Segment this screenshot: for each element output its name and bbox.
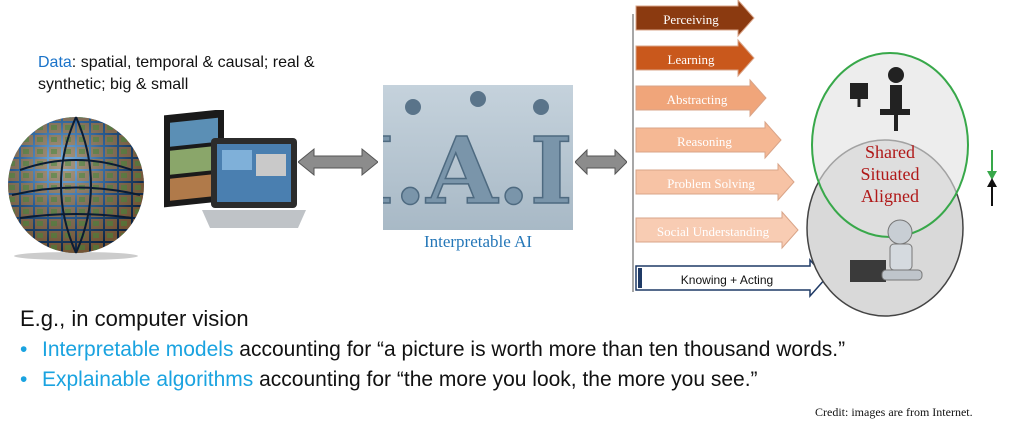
venn-label-shared: Shared — [865, 142, 915, 162]
step-arrow-icon — [635, 38, 755, 78]
ladder-step-reasoning: Reasoning — [635, 120, 782, 160]
bullet1-highlight: Interpretable models — [42, 338, 234, 361]
ladder-step-abstracting: Abstracting — [635, 78, 767, 118]
data-detail: : spatial, temporal & causal; real & syn… — [38, 54, 315, 93]
data-label: Data — [38, 54, 72, 71]
step-arrow-icon — [635, 210, 799, 250]
step-arrow-icon — [635, 78, 767, 118]
bullet2-highlight: Explainable algorithms — [42, 368, 254, 391]
ladder-step-label: Problem Solving — [667, 176, 755, 191]
data-description: Data: spatial, temporal & causal; real &… — [38, 52, 338, 96]
robot-icon — [850, 219, 923, 282]
iai-caption: Interpretable AI — [423, 232, 533, 251]
example-heading: E.g., in computer vision — [20, 306, 249, 331]
ladder-step-perceiving: Perceiving — [635, 0, 755, 38]
person-silhouette-icon — [470, 91, 486, 107]
ladder-step-label: Reasoning — [677, 134, 732, 149]
globe-laptop-image — [8, 109, 306, 260]
ladder-step-label: Knowing + Acting — [681, 273, 773, 287]
up-arrow-icon — [987, 178, 997, 206]
laptop-icon — [202, 138, 306, 228]
data-illustration — [6, 109, 306, 260]
step-arrow-icon — [635, 162, 795, 202]
person-silhouette-icon — [405, 99, 421, 115]
filmstrip-icon — [164, 109, 224, 208]
step-marker — [638, 268, 642, 288]
ladder-step-knowing-acting: Knowing + Acting — [635, 258, 828, 298]
bullet-icon: • — [20, 338, 28, 361]
step-arrow-icon — [635, 0, 755, 38]
double-arrow-right — [575, 148, 627, 176]
ladder-step-label: Social Understanding — [657, 224, 770, 239]
ladder-step-label: Perceiving — [663, 12, 719, 27]
ladder-step-label: Learning — [668, 52, 715, 67]
person-at-computer-icon — [850, 67, 910, 131]
step-arrow-icon — [635, 120, 782, 160]
iai-logo: I.A.I. — [350, 85, 606, 230]
iai-logo-text: I.A.I. — [383, 117, 573, 225]
venn-label-situated: Situated — [861, 164, 920, 184]
bullet-icon: • — [20, 368, 28, 391]
credit-note: Credit: images are from Internet. — [815, 405, 973, 419]
ladder-step-label: Abstracting — [667, 92, 728, 107]
down-arrow-icon — [987, 150, 997, 180]
alignment-venn: Shared Situated Aligned — [800, 50, 1024, 320]
bullet1-text: accounting for “a picture is worth more … — [233, 338, 846, 361]
bullet-interpretable-models: • Interpretable models accounting for “a … — [20, 338, 845, 362]
ladder-step-learning: Learning — [635, 38, 755, 78]
venn-label-aligned: Aligned — [861, 186, 919, 206]
person-silhouette-icon — [533, 99, 549, 115]
ladder-step-social-understanding: Social Understanding — [635, 210, 799, 250]
bullet2-text: accounting for “the more you look, the m… — [253, 368, 758, 391]
ladder-step-problem-solving: Problem Solving — [635, 162, 795, 202]
step-arrow-icon — [635, 258, 828, 298]
bullet-explainable-algorithms: • Explainable algorithms accounting for “… — [20, 368, 758, 392]
double-arrow-left — [298, 147, 378, 177]
